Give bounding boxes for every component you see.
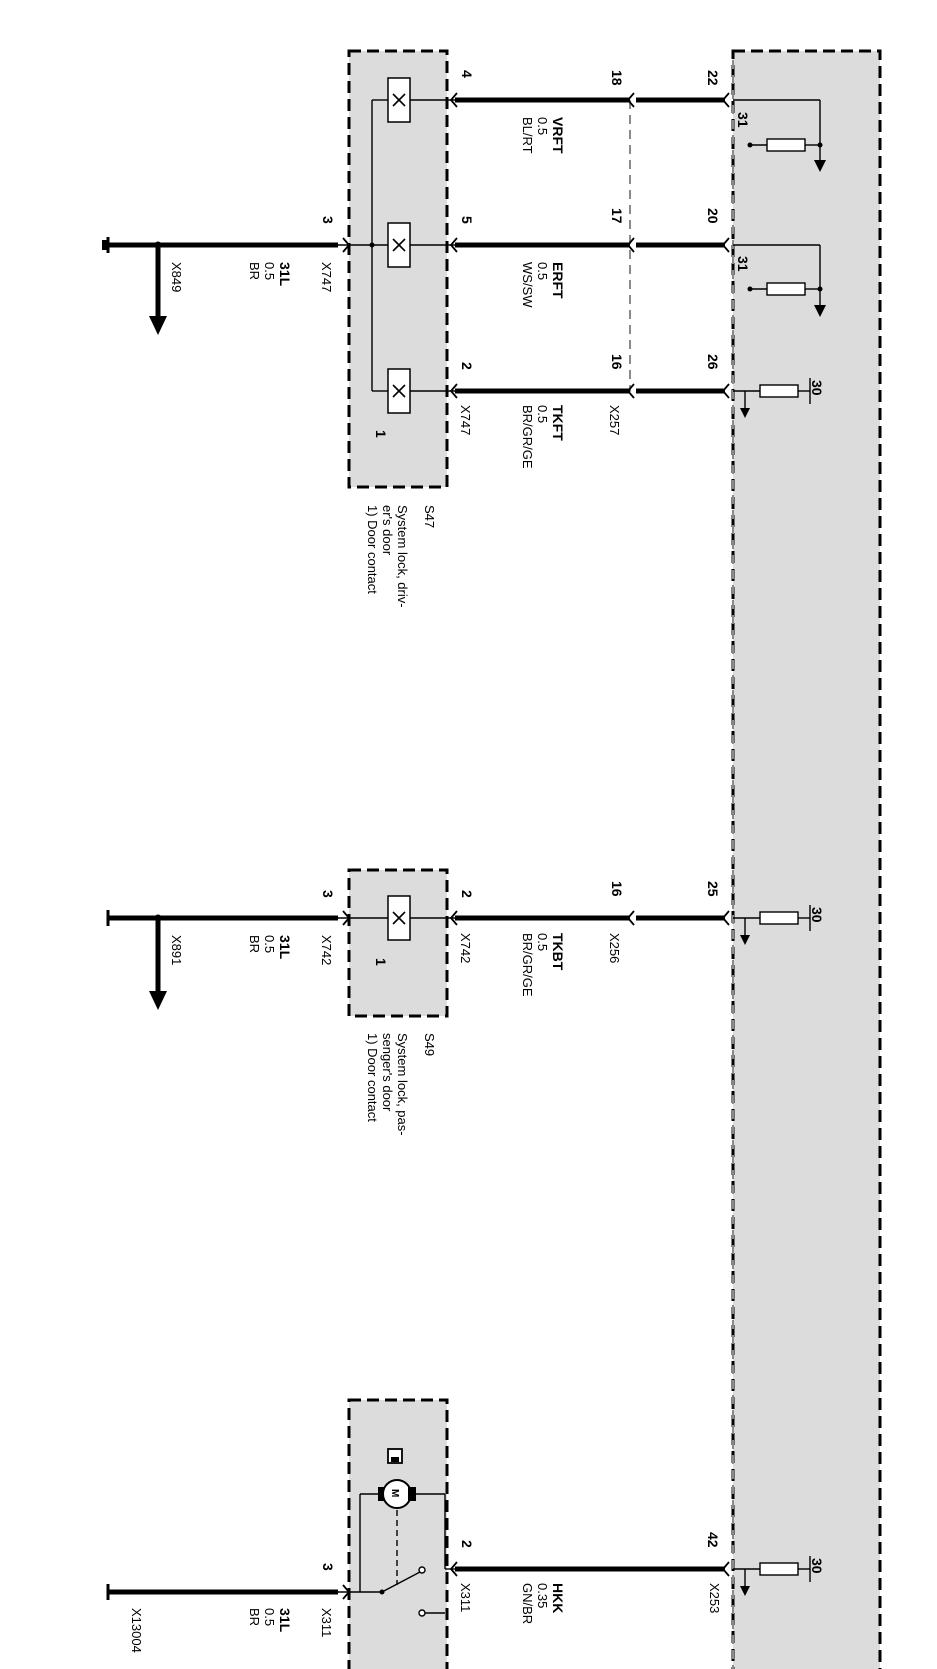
- description-line: 1) Door contact: [365, 505, 380, 594]
- wire-size: 0.5: [535, 933, 550, 951]
- ground-name: 31L: [277, 935, 293, 960]
- ground-point: X13004: [129, 1608, 144, 1653]
- inline-pin-16a: 16: [609, 354, 625, 370]
- wire-name: VRFT: [550, 117, 566, 154]
- description-line: senger's door: [380, 1033, 395, 1112]
- ecu-ref-31-a: 31: [735, 112, 751, 128]
- s47-pin-3: 3: [320, 216, 336, 224]
- wire-size: 0.5: [535, 405, 550, 423]
- ecu-pull-up-tkft: [733, 378, 811, 418]
- s49-description: S49 System lock, pas- senger's door 1) D…: [365, 1033, 437, 1136]
- connector-label: X257: [607, 405, 622, 435]
- s47-description: S47 System lock, driv- er's door 1) Door…: [365, 505, 437, 608]
- ground-wire-3: [106, 1584, 338, 1600]
- s47-pin-4: 4: [459, 70, 475, 78]
- ecu-ref-30-a: 30: [809, 380, 825, 396]
- ecu-ref-30-c: 30: [809, 1558, 825, 1574]
- motor-component-box: [347, 1398, 449, 1669]
- wire-label-hkk: X253 HKK 0.35 GN/BR X311: [458, 1583, 722, 1624]
- wire-name: TKBT: [550, 933, 566, 971]
- ground-point: X891: [169, 935, 184, 965]
- motor-label: M: [389, 1489, 400, 1497]
- wire-label-erft: ERFT 0.5 WS/SW: [520, 262, 566, 308]
- description-line: System lock, driv-: [395, 505, 410, 608]
- wire-label-vrft: VRFT 0.5 BL/RT: [520, 117, 566, 154]
- s47-component-box: [347, 49, 449, 489]
- ecu-ref-30-b: 30: [809, 907, 825, 923]
- inline-pin-17: 17: [609, 208, 625, 224]
- wire-color: BR/GR/GE: [520, 405, 535, 469]
- wire-color: WS/SW: [520, 262, 535, 308]
- component-connector-label: X747: [458, 405, 473, 435]
- s47-pin-2: 2: [459, 362, 475, 370]
- wire-name: HKK: [550, 1583, 566, 1613]
- component-connector-label: X311: [458, 1583, 473, 1612]
- wire-size: 0.5: [535, 117, 550, 135]
- ground-size: 0.5: [262, 935, 277, 953]
- s49-component-box: [347, 868, 449, 1018]
- ecu-pull-up-hkk: [733, 1556, 811, 1596]
- component-id: S49: [422, 1033, 437, 1056]
- ground-size: 0.5: [262, 262, 277, 280]
- s49-pin-3: 3: [320, 890, 336, 898]
- wire-color: GN/BR: [520, 1583, 535, 1624]
- component-connector-label: X747: [319, 262, 334, 292]
- ecu-pin-26: 26: [705, 354, 721, 370]
- ecu-pull-up-tkbt: [733, 905, 811, 945]
- component-connector-label: X311: [319, 1608, 334, 1637]
- s49-switch-label: 1: [373, 958, 389, 966]
- ecu-pin-25: 25: [705, 881, 721, 897]
- ecu-pin-20: 20: [705, 208, 721, 224]
- wire-name: TKFT: [550, 405, 566, 441]
- wire-size: 0.5: [535, 262, 550, 280]
- s47-contacts: [338, 77, 455, 414]
- inline-pin-16b: 16: [609, 881, 625, 897]
- s49-contact: [338, 895, 455, 941]
- ground-wire-2: [106, 910, 338, 1010]
- connector-label: X253: [707, 1583, 722, 1613]
- ground-name: 31L: [277, 262, 293, 287]
- ecu-pull-down-vrft: [733, 99, 826, 172]
- s47-switch-label: 1: [373, 430, 389, 438]
- description-line: 1) Door contact: [365, 1033, 380, 1122]
- ground-wire-1: [102, 237, 338, 335]
- ground-color: BR: [247, 935, 262, 953]
- ground-color: BR: [247, 1608, 262, 1626]
- control-unit-box: [731, 49, 882, 1669]
- wire-label-tkft: X257 TKFT 0.5 BR/GR/GE X747: [458, 405, 622, 469]
- component-id: S47: [422, 505, 437, 528]
- s49-pin-2: 2: [459, 890, 475, 898]
- motor-pin-2: 2: [459, 1540, 475, 1548]
- component-connector-label: X742: [458, 933, 473, 963]
- ecu-pin-42: 42: [705, 1532, 721, 1548]
- ground-size: 0.5: [262, 1608, 277, 1626]
- connector-label: X256: [607, 933, 622, 963]
- motor-circuit: [338, 1448, 455, 1617]
- ecu-pin-22: 22: [705, 70, 721, 86]
- wire-size: 0.35: [535, 1583, 550, 1608]
- s47-pin-5: 5: [459, 216, 475, 224]
- wire-color: BL/RT: [520, 117, 535, 154]
- inline-pin-18: 18: [609, 70, 625, 86]
- wire-label-tkbt: X256 TKBT 0.5 BR/GR/GE X742: [458, 933, 622, 997]
- ground-point: X849: [169, 262, 184, 292]
- description-line: System lock, pas-: [395, 1033, 410, 1136]
- ground-name: 31L: [277, 1608, 293, 1633]
- wire-color: BR/GR/GE: [520, 933, 535, 997]
- ground-color: BR: [247, 262, 262, 280]
- component-connector-label: X742: [319, 935, 334, 965]
- motor-pin-3: 3: [320, 1563, 336, 1571]
- ground-label-1: X747 31L 0.5 BR X849: [169, 262, 334, 292]
- ecu-ref-31-b: 31: [735, 256, 751, 272]
- wire-name: ERFT: [550, 262, 566, 299]
- description-line: er's door: [380, 505, 395, 556]
- ecu-pull-down-erft: [733, 244, 826, 317]
- ground-label-3: X311 31L 0.5 BR X13004: [129, 1608, 334, 1653]
- ground-label-2: X742 31L 0.5 BR X891: [169, 935, 334, 965]
